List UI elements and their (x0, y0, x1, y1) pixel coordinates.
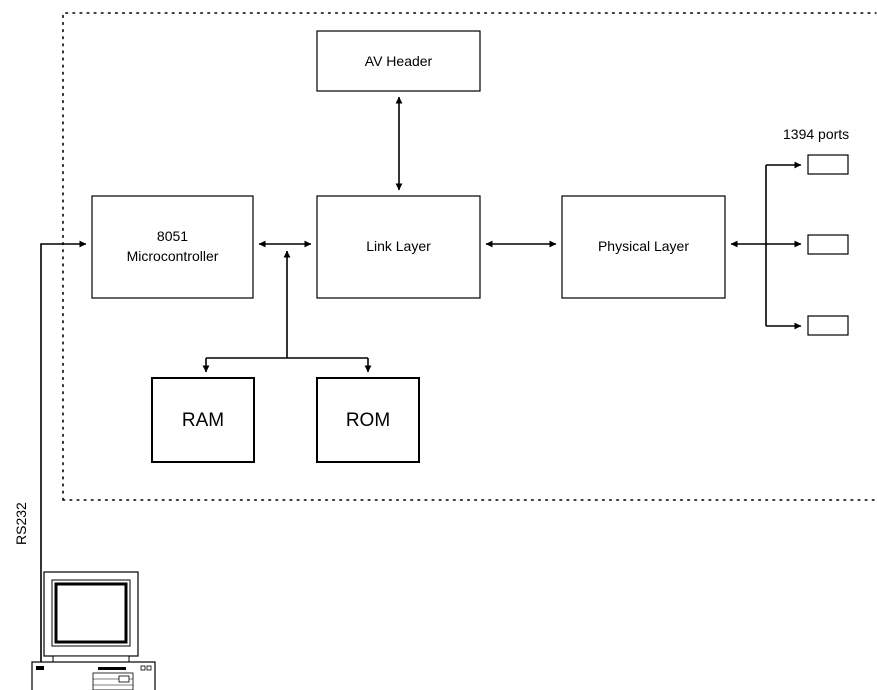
desktop-computer-icon (31, 571, 156, 690)
rom-block: ROM (316, 377, 420, 463)
rs232-label: RS232 (13, 502, 29, 545)
ports-label: 1394 ports (783, 126, 849, 142)
microcontroller-label-line1: 8051 (157, 228, 188, 244)
av-header-label: AV Header (365, 53, 433, 69)
av-header-block: AV Header (316, 30, 481, 92)
ram-label: RAM (182, 410, 224, 431)
link-layer-block: Link Layer (316, 195, 481, 299)
port-3 (807, 315, 849, 336)
link-layer-label: Link Layer (366, 238, 431, 254)
microcontroller-label-line2: Microcontroller (127, 248, 219, 264)
physical-layer-label: Physical Layer (598, 238, 689, 254)
rs232-link (37, 240, 87, 674)
port-1 (807, 154, 849, 175)
physical-layer-block: Physical Layer (561, 195, 726, 299)
rom-label: ROM (346, 410, 390, 431)
system-boundary (62, 12, 877, 501)
port-2 (807, 234, 849, 255)
ram-block: RAM (151, 377, 255, 463)
microcontroller-block: 8051 Microcontroller (91, 195, 254, 299)
